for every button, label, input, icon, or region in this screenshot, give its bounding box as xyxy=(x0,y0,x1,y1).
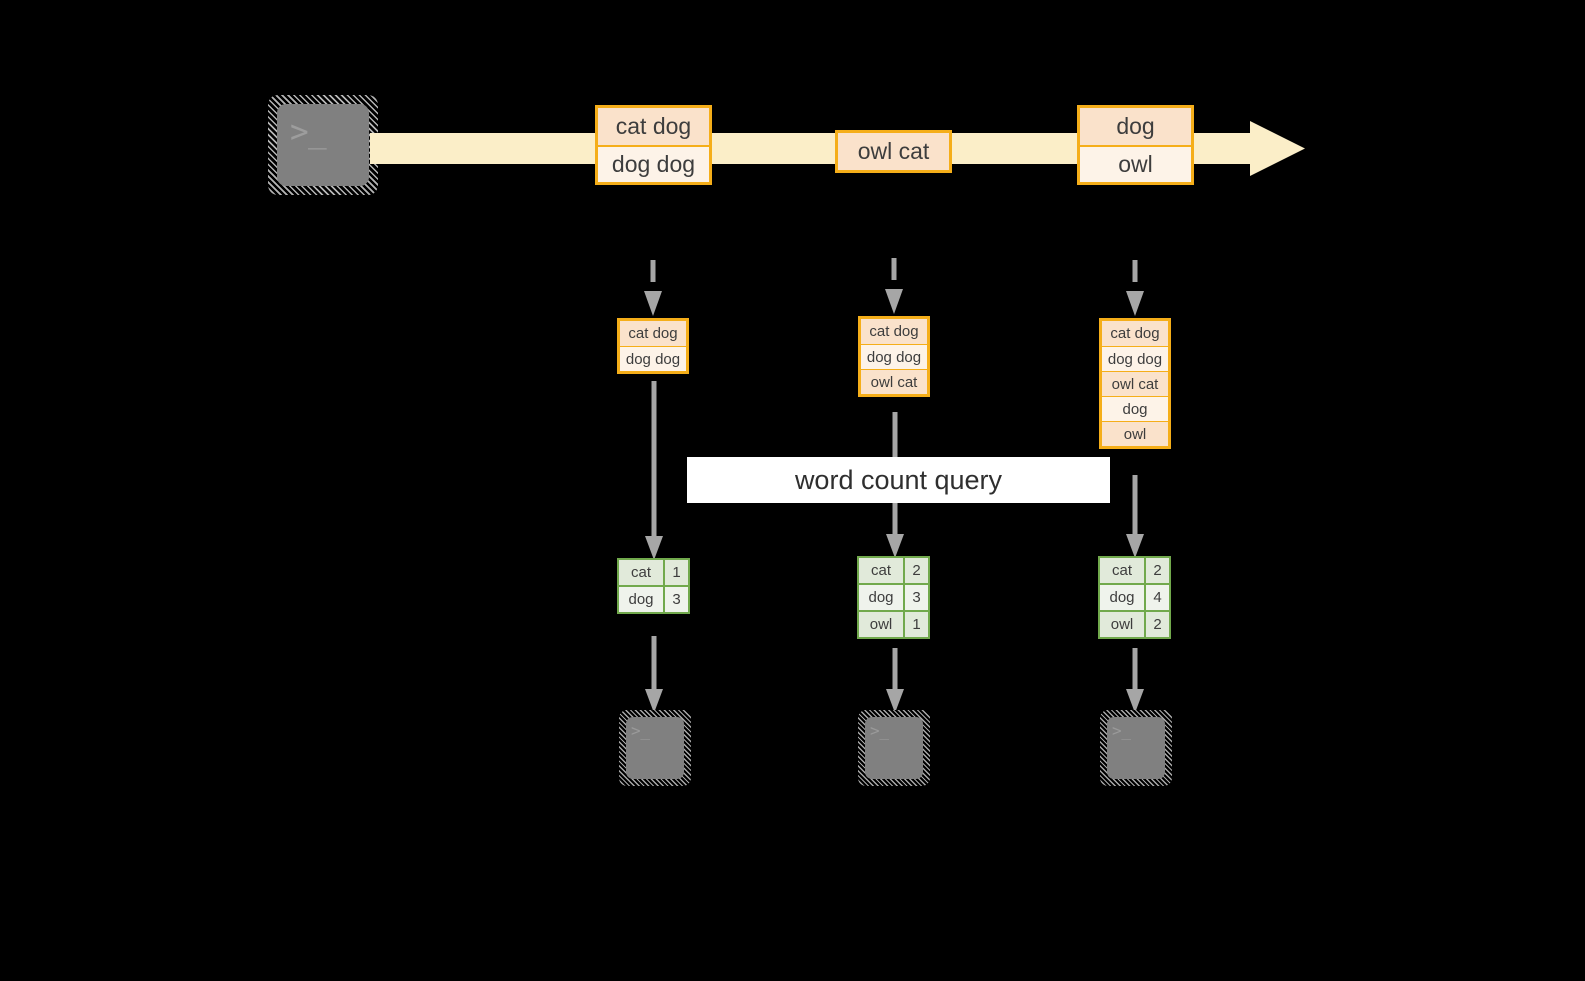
result-row: owl 1 xyxy=(859,610,928,637)
query-label-band: word count query xyxy=(687,457,1110,503)
result-word: owl xyxy=(859,612,903,637)
stream-event-line: dog dog xyxy=(598,145,709,182)
record-line: dog dog xyxy=(620,346,686,371)
result-word: dog xyxy=(859,585,903,610)
record-line: cat dog xyxy=(620,321,686,346)
record-line: owl xyxy=(1102,421,1168,446)
record-line: cat dog xyxy=(861,319,927,344)
stream-event-line: cat dog xyxy=(598,108,709,145)
query-connector-3 xyxy=(1126,475,1144,559)
terminal-prompt-glyph: >_ xyxy=(631,721,650,740)
sink-terminal-icon-2: >_ xyxy=(858,710,930,786)
stream-to-snapshot-connector-2 xyxy=(881,256,907,318)
snapshot-2-result-table: cat 2 dog 3 owl 1 xyxy=(857,556,930,639)
result-word: cat xyxy=(619,560,663,585)
stream-event-2: owl cat xyxy=(835,130,952,173)
sink-terminal-icon-1: >_ xyxy=(619,710,691,786)
result-row: dog 4 xyxy=(1100,583,1169,610)
sink-terminal-icon-3: >_ xyxy=(1100,710,1172,786)
result-row: cat 1 xyxy=(619,560,688,585)
stream-event-3: dog owl xyxy=(1077,105,1194,185)
result-count: 1 xyxy=(663,560,688,585)
record-line: cat dog xyxy=(1102,321,1168,346)
snapshot-2-accumulated-records: cat dog dog dog owl cat xyxy=(858,316,930,397)
terminal-prompt-glyph: >_ xyxy=(1112,721,1131,740)
result-count: 4 xyxy=(1144,585,1169,610)
query-label-text: word count query xyxy=(794,464,1003,495)
result-count: 2 xyxy=(1144,612,1169,637)
result-to-sink-connector-1 xyxy=(645,636,663,714)
record-line: owl cat xyxy=(861,369,927,394)
result-word: cat xyxy=(859,558,903,583)
terminal-body xyxy=(865,717,923,779)
record-line: dog dog xyxy=(1102,346,1168,371)
result-row: cat 2 xyxy=(859,558,928,583)
terminal-prompt-glyph: >_ xyxy=(870,721,889,740)
source-terminal-icon: >_ xyxy=(268,95,378,195)
stream-to-snapshot-connector-3 xyxy=(1122,258,1148,320)
result-row: dog 3 xyxy=(859,583,928,610)
result-word: owl xyxy=(1100,612,1144,637)
result-count: 3 xyxy=(903,585,928,610)
stream-event-line: owl xyxy=(1080,145,1191,182)
result-row: dog 3 xyxy=(619,585,688,612)
result-count: 2 xyxy=(903,558,928,583)
terminal-body xyxy=(277,104,369,186)
terminal-body xyxy=(1107,717,1165,779)
stream-to-snapshot-connector-1 xyxy=(640,258,666,320)
snapshot-1-result-table: cat 1 dog 3 xyxy=(617,558,690,614)
query-connector-1 xyxy=(645,381,663,561)
result-word: cat xyxy=(1100,558,1144,583)
result-count: 2 xyxy=(1144,558,1169,583)
stream-event-1: cat dog dog dog xyxy=(595,105,712,185)
result-word: dog xyxy=(619,587,663,612)
result-row: cat 2 xyxy=(1100,558,1169,583)
stream-event-line: dog xyxy=(1080,108,1191,145)
snapshot-3-accumulated-records: cat dog dog dog owl cat dog owl xyxy=(1099,318,1171,449)
snapshot-3-result-table: cat 2 dog 4 owl 2 xyxy=(1098,556,1171,639)
result-count: 3 xyxy=(663,587,688,612)
record-line: dog xyxy=(1102,396,1168,421)
stream-event-line: owl cat xyxy=(838,133,949,170)
snapshot-1-accumulated-records: cat dog dog dog xyxy=(617,318,689,374)
result-to-sink-connector-3 xyxy=(1126,648,1144,714)
record-line: owl cat xyxy=(1102,371,1168,396)
terminal-prompt-glyph: >_ xyxy=(290,114,327,150)
terminal-body xyxy=(626,717,684,779)
result-row: owl 2 xyxy=(1100,610,1169,637)
result-to-sink-connector-2 xyxy=(886,648,904,714)
result-count: 1 xyxy=(903,612,928,637)
record-line: dog dog xyxy=(861,344,927,369)
result-word: dog xyxy=(1100,585,1144,610)
